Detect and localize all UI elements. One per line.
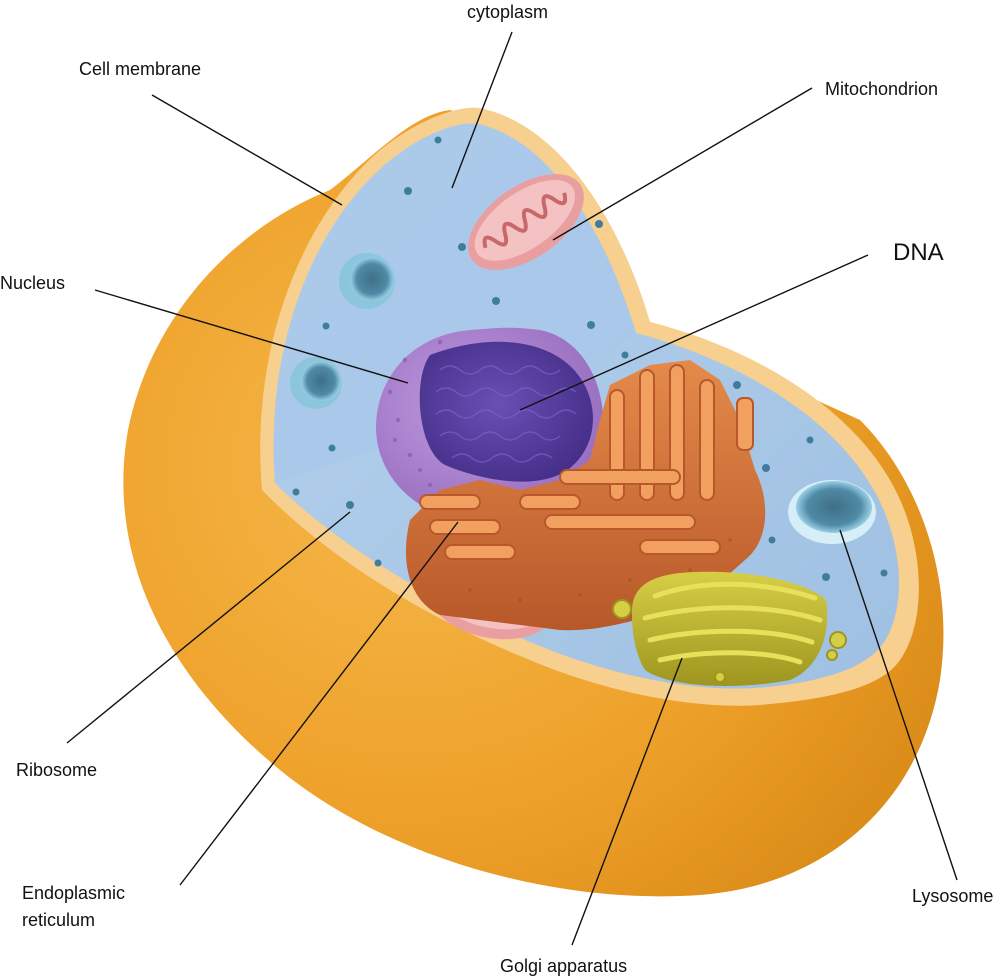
label-cytoplasm: cytoplasm <box>467 2 548 22</box>
vacuole-left <box>290 357 342 409</box>
nucleus-body <box>375 327 604 523</box>
endoplasmic-reticulum <box>405 360 766 631</box>
label-nucleus: Nucleus <box>0 273 65 293</box>
label-lysosome: Lysosome <box>912 886 993 906</box>
leader-cytoplasm <box>451 31 513 189</box>
label-er-line1: Endoplasmic <box>22 883 125 903</box>
leader-lysosome <box>839 529 958 881</box>
leader-nucleus <box>94 289 409 384</box>
label-cell-membrane: Cell membrane <box>79 59 201 79</box>
label-golgi: Golgi apparatus <box>500 956 627 976</box>
leader-er <box>179 521 459 886</box>
golgi-apparatus <box>612 571 847 686</box>
label-ribosome: Ribosome <box>16 760 97 780</box>
label-dna: DNA <box>893 239 944 266</box>
vacuole-top <box>339 253 395 309</box>
leader-dna <box>519 254 869 411</box>
nucleus-inner <box>419 341 593 482</box>
leader-mitochondrion <box>552 87 813 241</box>
label-mitochondrion: Mitochondrion <box>825 79 938 99</box>
mitochondrion-top <box>468 174 584 270</box>
leader-cell-membrane <box>151 94 343 206</box>
leader-golgi <box>571 657 683 946</box>
lysosome-body <box>788 480 876 544</box>
leader-ribosome <box>66 511 351 744</box>
label-er-line2: reticulum <box>22 910 95 930</box>
leader-lines <box>66 31 958 946</box>
